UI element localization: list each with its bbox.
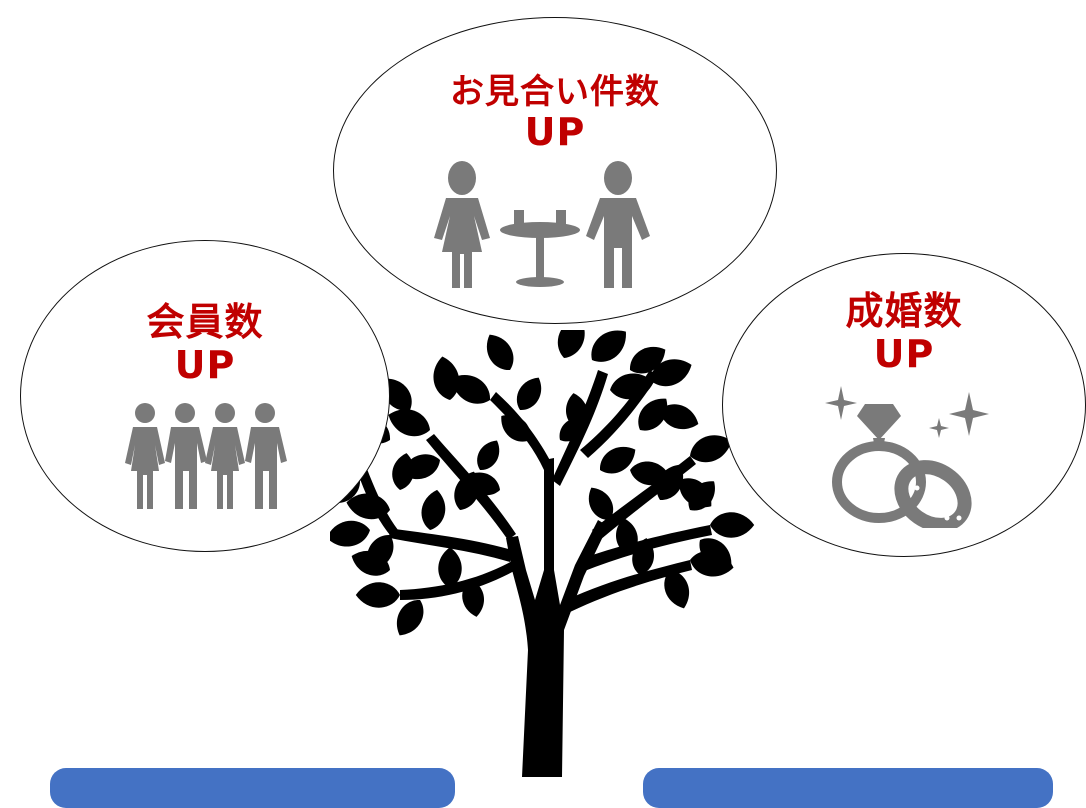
meetings-up-text: UP — [524, 110, 586, 155]
meetings-label-text: お見合い件数 — [450, 72, 660, 112]
marriages-label-text: 成婚数 — [845, 289, 963, 333]
members-up-bubble: 会員数 UP — [20, 240, 390, 552]
tree-icon — [330, 330, 755, 777]
members-up-label: 会員数 UP — [21, 301, 389, 386]
bottom-right-panel — [643, 768, 1053, 808]
group-of-people-icon — [125, 403, 287, 509]
marriages-up-bubble: 成婚数 UP — [722, 253, 1086, 557]
members-label-text: 会員数 — [146, 300, 264, 344]
bottom-left-panel — [50, 768, 455, 808]
wedding-rings-icon — [825, 386, 989, 528]
couple-at-table-icon — [434, 161, 650, 288]
marriages-up-text: UP — [873, 331, 935, 376]
meetings-up-label: お見合い件数 UP — [334, 73, 776, 154]
members-up-text: UP — [174, 342, 236, 387]
marriages-up-label: 成婚数 UP — [723, 290, 1085, 375]
meetings-up-bubble: お見合い件数 UP — [333, 17, 777, 324]
